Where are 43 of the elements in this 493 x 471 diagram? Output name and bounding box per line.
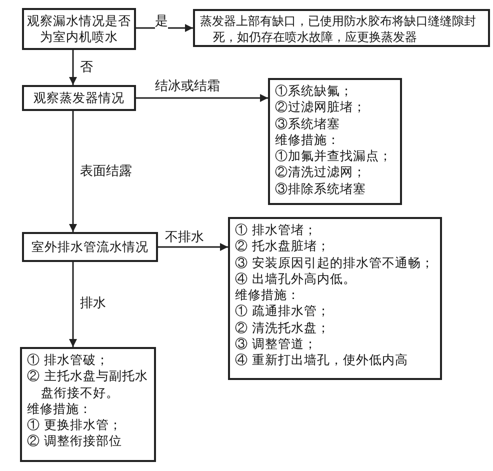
process-box bbox=[268, 78, 402, 205]
box-text: ② 主托水盘与副托水盘衔接不好。 bbox=[27, 368, 149, 401]
arrow bbox=[136, 24, 193, 32]
box-text: ③系统堵塞 bbox=[275, 116, 341, 132]
edge-label: 排水 bbox=[80, 296, 106, 312]
box-text: 维修措施： bbox=[27, 400, 93, 417]
process-box bbox=[20, 347, 156, 462]
edge-label: 结冰或结霜 bbox=[155, 79, 220, 95]
box-text: ①加氟并查找漏点； bbox=[275, 148, 393, 164]
box-text: ① 更换排水管； bbox=[27, 417, 123, 434]
box-text: ②清洗过滤网； bbox=[275, 164, 367, 180]
process-box bbox=[22, 85, 136, 111]
box-text: ② 托水盘脏堵； bbox=[235, 238, 331, 254]
box-text: 观察漏水情况是否为室内机喷水 bbox=[27, 12, 131, 46]
box-text: ① 排水管堵； bbox=[235, 222, 318, 238]
process-box bbox=[228, 217, 442, 380]
box-text: 室外排水管流水情况 bbox=[30, 238, 150, 256]
box-text: ③ 安装原因引起的排水管不通畅； bbox=[235, 254, 435, 271]
box-text: ② 调整衔接部位 bbox=[27, 433, 123, 450]
box-text: 维修措施： bbox=[235, 287, 301, 304]
box-text: ③排除系统堵塞 bbox=[275, 180, 367, 197]
arrow bbox=[158, 243, 228, 251]
process-box bbox=[22, 232, 158, 262]
box-text: ①系统缺氟； bbox=[275, 83, 354, 100]
edge-label: 是 bbox=[155, 14, 168, 30]
arrow bbox=[69, 50, 77, 85]
edge-label: 表面结露 bbox=[80, 164, 132, 180]
box-text: 蒸发器上部有缺口，已使用防水胶布将缺口缝缝隙封死，如仍存在喷水故障，应更换蒸发器 bbox=[200, 14, 477, 46]
box-text: ④ 重新打出墙孔，使外低内高 bbox=[235, 352, 409, 368]
process-box bbox=[193, 9, 490, 47]
edge-label: 否 bbox=[80, 60, 93, 76]
arrow bbox=[136, 94, 268, 102]
box-text: ④ 出墙孔外高内低。 bbox=[235, 270, 357, 287]
box-text: ② 清洗托水盘； bbox=[235, 320, 331, 336]
box-text: 观察蒸发器情况 bbox=[32, 90, 126, 106]
box-text: ③ 调整管道； bbox=[235, 336, 318, 352]
arrow bbox=[69, 262, 77, 347]
box-text: 维修措施： bbox=[275, 132, 341, 148]
arrow bbox=[69, 111, 77, 232]
edge-label: 不排水 bbox=[165, 230, 204, 246]
box-text: ① 疏通排水管； bbox=[235, 303, 331, 320]
box-text: ① 排水管破； bbox=[27, 352, 110, 368]
box-text: ②过滤网脏堵； bbox=[275, 99, 367, 116]
